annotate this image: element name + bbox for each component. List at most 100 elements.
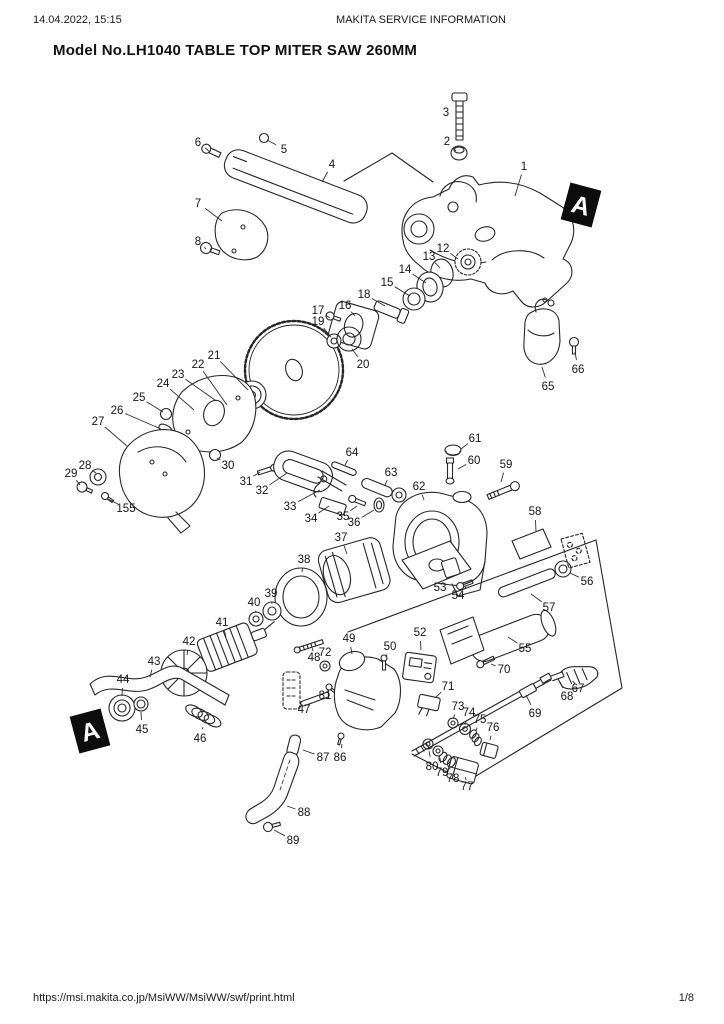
part-label-27: 27 — [92, 416, 105, 428]
leader-line-24 — [169, 388, 195, 411]
leader-line-17 — [325, 314, 331, 319]
leader-line-63 — [384, 479, 388, 486]
leader-line-14 — [412, 273, 427, 284]
leader-line-6 — [204, 147, 211, 153]
leader-line-31 — [253, 471, 261, 477]
part-label-67: 67 — [572, 683, 585, 695]
part-label-5: 5 — [281, 144, 287, 156]
diagram-artwork — [76, 92, 623, 833]
leader-line-54 — [464, 586, 467, 589]
print-datetime: 14.04.2022, 15:15 — [33, 14, 122, 26]
part-label-55: 55 — [519, 643, 532, 655]
part-label-19: 19 — [312, 316, 325, 328]
part-label-78: 78 — [447, 773, 460, 785]
leader-line-15 — [394, 286, 411, 297]
leader-line-32 — [269, 472, 288, 486]
leader-line-79 — [439, 757, 442, 764]
leader-line-73 — [452, 714, 456, 720]
part-label-75: 75 — [474, 714, 487, 726]
part-label-41: 41 — [216, 617, 229, 629]
leader-line-74 — [464, 720, 467, 726]
leader-line-47 — [310, 702, 313, 704]
leader-line-67 — [572, 680, 576, 685]
leader-line-81 — [329, 688, 332, 691]
leader-line-86 — [340, 743, 343, 749]
leader-line-55 — [507, 636, 518, 644]
leader-line-29 — [76, 479, 81, 486]
leader-line-42 — [186, 649, 189, 656]
leader-line-64 — [344, 459, 349, 466]
part-label-43: 43 — [148, 656, 161, 668]
part-label-25: 25 — [133, 392, 146, 404]
part-label-47: 47 — [298, 704, 311, 716]
part-label-72: 72 — [319, 647, 332, 659]
leader-line-80 — [428, 750, 431, 758]
inner-guard-drawing — [199, 209, 269, 261]
lock-lever-drawing — [245, 751, 300, 833]
leader-line-68 — [559, 681, 564, 689]
part-label-81: 81 — [319, 690, 332, 702]
leader-line-58 — [535, 519, 537, 532]
part-label-22: 22 — [192, 359, 205, 371]
part-label-44: 44 — [117, 674, 130, 686]
section-marker-a-1: A — [560, 182, 602, 228]
leader-line-76 — [489, 735, 492, 741]
part-label-155: 155 — [116, 503, 135, 515]
part-label-24: 24 — [157, 378, 170, 390]
linkage-rod-drawing — [411, 666, 599, 757]
part-label-20: 20 — [357, 359, 370, 371]
footer-url: https://msi.makita.co.jp/MsiWW/MsiWW/swf… — [33, 992, 295, 1004]
leader-line-18 — [371, 298, 386, 307]
part-label-16: 16 — [339, 300, 352, 312]
part-label-38: 38 — [298, 554, 311, 566]
part-label-58: 58 — [529, 506, 542, 518]
leader-line-65 — [541, 366, 546, 378]
part-label-33: 33 — [284, 501, 297, 513]
part-label-49: 49 — [343, 633, 356, 645]
part-label-35: 35 — [337, 511, 350, 523]
leader-line-52 — [420, 640, 422, 651]
leader-line-22 — [202, 371, 228, 406]
leader-line-30 — [216, 457, 221, 461]
arm-housing-drawing — [401, 175, 575, 308]
part-label-15: 15 — [381, 277, 394, 289]
part-label-69: 69 — [529, 708, 542, 720]
part-label-46: 46 — [194, 733, 207, 745]
part-label-57: 57 — [543, 602, 556, 614]
section-marker-a-2: A — [69, 708, 111, 754]
part-label-77: 77 — [461, 781, 474, 793]
leader-line-13 — [434, 262, 441, 269]
part-label-12: 12 — [437, 243, 450, 255]
part-label-18: 18 — [358, 289, 371, 301]
header-title: MAKITA SERVICE INFORMATION — [336, 14, 506, 26]
leader-line-5 — [266, 139, 277, 146]
part-label-34: 34 — [305, 513, 318, 525]
part-label-52: 52 — [414, 627, 427, 639]
part-label-26: 26 — [111, 405, 124, 417]
part-label-2: 2 — [444, 136, 450, 148]
part-label-71: 71 — [442, 681, 455, 693]
leader-line-20 — [351, 348, 359, 358]
part-label-80: 80 — [426, 761, 439, 773]
part-label-65: 65 — [542, 381, 555, 393]
leader-line-69 — [525, 694, 532, 706]
part-label-66: 66 — [572, 364, 585, 376]
part-label-45: 45 — [136, 724, 149, 736]
leader-line-34 — [318, 505, 330, 514]
leader-line-61 — [460, 443, 469, 450]
leader-line-4 — [321, 171, 329, 183]
part-label-6: 6 — [195, 137, 201, 149]
leader-line-37 — [343, 545, 348, 555]
part-label-89: 89 — [287, 835, 300, 847]
leader-line-21 — [219, 361, 249, 391]
dust-guide-drawing — [523, 297, 580, 365]
part-label-3: 3 — [443, 107, 449, 119]
part-label-60: 60 — [468, 455, 481, 467]
leader-line-78 — [448, 765, 451, 770]
part-label-53: 53 — [434, 582, 447, 594]
leader-line-35 — [350, 505, 358, 512]
leader-line-155 — [107, 498, 119, 505]
part-label-36: 36 — [348, 517, 361, 529]
part-label-61: 61 — [469, 433, 482, 445]
leader-line-88 — [286, 805, 296, 810]
